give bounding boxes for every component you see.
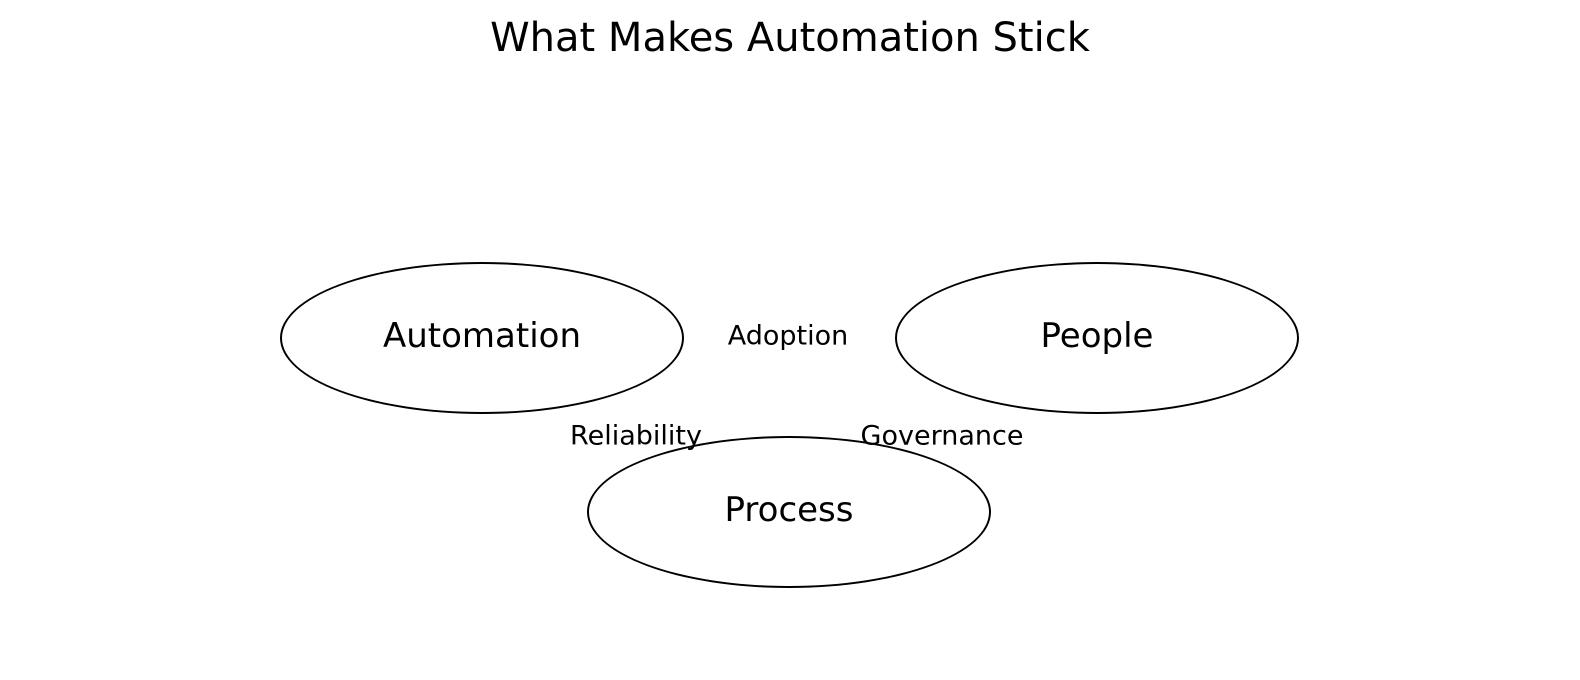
node-process-ellipse: Process [587,436,991,588]
edge-label-reliability: Reliability [570,420,702,452]
figure-title: What Makes Automation Stick [490,15,1090,61]
edge-label-governance: Governance [860,420,1024,452]
node-automation-label: Automation [382,316,582,356]
node-automation-ellipse: Automation [280,262,684,414]
edge-label-adoption: Adoption [727,320,849,352]
node-people-label: People [1040,316,1154,356]
node-process-label: Process [724,490,854,530]
node-people-ellipse: People [895,262,1299,414]
